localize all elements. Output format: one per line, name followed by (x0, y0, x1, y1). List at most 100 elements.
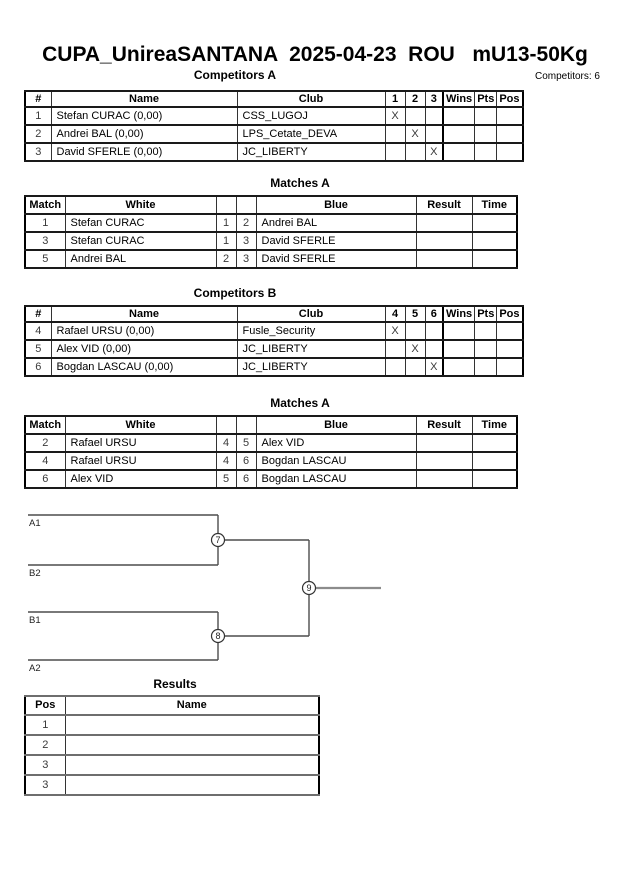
cell-pos (496, 124, 523, 144)
cell-wins (442, 357, 476, 377)
competitor-row: 2 Andrei BAL (0,00) LPS_Cetate_DEVA X (24, 124, 523, 144)
header-match: Match (24, 415, 66, 435)
cell-mark-3 (424, 106, 444, 126)
competitor-row: 5 Alex VID (0,00) JC_LIBERTY X (24, 339, 523, 359)
match-node-circle (210, 628, 226, 644)
cell-match-number: 2 (24, 433, 66, 453)
cell-pos: 3 (24, 754, 66, 776)
cell-blue-name: David SFERLE (255, 249, 417, 269)
cell-blue-name: Andrei BAL (255, 213, 417, 233)
header-row: Match White Blue Result Time (24, 195, 518, 215)
cell-result (415, 249, 473, 269)
cell-wins (442, 321, 476, 341)
section-title-results: Results (153, 677, 197, 691)
competitors-count: Competitors: 6 (534, 71, 600, 82)
cell-pos: 1 (24, 714, 66, 736)
cell-mark-6 (424, 321, 444, 341)
header-result: Result (415, 195, 473, 215)
cell-result (415, 213, 473, 233)
section-title-competitors-a: Competitors A (193, 68, 277, 82)
cell-white-name: Alex VID (64, 469, 217, 489)
bracket-match-nodes: 7 8 9 (210, 532, 317, 644)
cell-num: 4 (24, 321, 52, 341)
competitor-row: 3 David SFERLE (0,00) JC_LIBERTY X (24, 142, 523, 162)
match-row: 3 Stefan CURAC 1 3 David SFERLE (24, 231, 518, 251)
cell-white-name: Rafael URSU (64, 433, 217, 453)
cell-mark-5: X (404, 339, 426, 359)
header-result: Result (415, 415, 473, 435)
cell-match-number: 6 (24, 469, 66, 489)
header-pos: Pos (496, 305, 523, 323)
match-node-circle (301, 580, 317, 596)
competitor-row: 4 Rafael URSU (0,00) Fusle_Security X (24, 321, 523, 341)
header-match: Match (24, 195, 66, 215)
page-title: CUPA_UnireaSANTANA 2025-04-23 ROU mU13-5… (42, 43, 588, 66)
cell-pos (496, 321, 523, 341)
header-name: Name (50, 90, 238, 108)
header-num: # (24, 90, 52, 108)
bracket-lines (28, 514, 310, 661)
header-blue-num (235, 195, 257, 215)
cell-wins (442, 124, 476, 144)
cell-blue-num: 3 (235, 231, 257, 251)
cell-white-name: Stefan CURAC (64, 213, 217, 233)
cell-pos (496, 106, 523, 126)
cell-pts (474, 124, 498, 144)
match-row: 2 Rafael URSU 4 5 Alex VID (24, 433, 518, 453)
matches-b-table: Match White Blue Result Time 2 Rafael UR… (24, 415, 518, 489)
cell-result (415, 433, 473, 453)
header-row: Match White Blue Result Time (24, 415, 518, 435)
cell-mark-4: X (384, 321, 406, 341)
header-wins: Wins (442, 90, 476, 108)
cell-name: Rafael URSU (0,00) (50, 321, 238, 341)
slot-label-b1: B1 (29, 615, 41, 626)
header-white-num (215, 415, 237, 435)
cell-name: Andrei BAL (0,00) (50, 124, 238, 144)
slot-label-b2: B2 (29, 568, 41, 579)
cell-white-num: 4 (215, 433, 237, 453)
result-row: 2 (24, 734, 320, 756)
cell-num: 3 (24, 142, 52, 162)
header-pos: Pos (496, 90, 523, 108)
cell-mark-4 (384, 339, 406, 359)
header-row: # Name Club 1 2 3 Wins Pts Pos (24, 90, 523, 108)
cell-pts (474, 339, 498, 359)
header-row: # Name Club 4 5 6 Wins Pts Pos (24, 305, 523, 323)
header-col6: 6 (424, 305, 444, 323)
match-row: 6 Alex VID 5 6 Bogdan LASCAU (24, 469, 518, 489)
match-node-number: 9 (306, 583, 311, 593)
cell-time (471, 451, 518, 471)
header-col4: 4 (384, 305, 406, 323)
match-node-number: 8 (215, 631, 220, 641)
match-node-circle (210, 532, 226, 548)
result-row: 1 (24, 714, 320, 736)
result-row: 3 (24, 754, 320, 776)
final-bracket: 7 8 9 A1 B2 B1 A2 (28, 514, 381, 674)
cell-club: JC_LIBERTY (236, 357, 386, 377)
competitor-row: 1 Stefan CURAC (0,00) CSS_LUGOJ X (24, 106, 523, 126)
cell-white-name: Stefan CURAC (64, 231, 217, 251)
header-name: Name (50, 305, 238, 323)
cell-club: CSS_LUGOJ (236, 106, 386, 126)
cell-pts (474, 357, 498, 377)
cell-name (64, 714, 320, 736)
competitors-b-table: # Name Club 4 5 6 Wins Pts Pos 4 Rafael … (24, 305, 524, 377)
cell-mark-2 (404, 142, 426, 162)
header-white: White (64, 415, 217, 435)
cell-mark-6 (424, 339, 444, 359)
match-row: 5 Andrei BAL 2 3 David SFERLE (24, 249, 518, 269)
cell-name: David SFERLE (0,00) (50, 142, 238, 162)
cell-pos: 3 (24, 774, 66, 796)
cell-mark-1 (384, 124, 406, 144)
cell-match-number: 4 (24, 451, 66, 471)
header-pos: Pos (24, 695, 66, 716)
cell-pos (496, 142, 523, 162)
cell-pos: 2 (24, 734, 66, 756)
cell-match-number: 5 (24, 249, 66, 269)
header-time: Time (471, 415, 518, 435)
cell-blue-name: Alex VID (255, 433, 417, 453)
header-col3: 3 (424, 90, 444, 108)
competitors-a-table: # Name Club 1 2 3 Wins Pts Pos 1 Stefan … (24, 90, 524, 162)
bracket-slot-labels: A1 B2 B1 A2 (29, 518, 41, 674)
cell-mark-4 (384, 357, 406, 377)
